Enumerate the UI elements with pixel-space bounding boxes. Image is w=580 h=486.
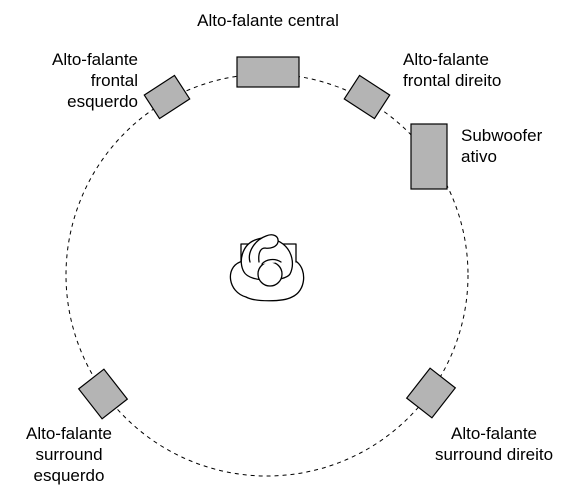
surround-right-label-line-1: Alto-falante: [451, 424, 537, 443]
surround-right-speaker: [405, 367, 457, 419]
subwoofer-label-line-1: Subwoofer: [461, 126, 543, 145]
front-left-label-line-1: Alto-falante: [52, 50, 138, 69]
surround-left-speaker-label: Alto-falante surround esquerdo: [4, 423, 134, 486]
front-left-speaker-label: Alto-falante frontal esquerdo: [14, 49, 138, 112]
front-right-speaker: [343, 74, 391, 120]
surround-right-label-line-2: surround direito: [434, 445, 554, 464]
subwoofer-speaker: [410, 123, 448, 190]
center-speaker-label: Alto-falante central: [170, 10, 366, 31]
front-right-label-line-1: Alto-falante: [403, 50, 489, 69]
front-right-speaker-label: Alto-falante frontal direito: [403, 49, 553, 91]
center-speaker-label-line: Alto-falante central: [197, 11, 339, 30]
front-left-label-line-3: esquerdo: [67, 92, 138, 111]
front-left-label-line-2: frontal: [90, 71, 138, 90]
subwoofer-label-line-2: ativo: [461, 147, 497, 166]
surround-left-label-line-2: surround: [35, 445, 103, 464]
surround-left-label-line-3: esquerdo: [33, 466, 105, 485]
surround-left-label-line-1: Alto-falante: [26, 424, 112, 443]
center-speaker: [236, 56, 300, 88]
subwoofer-label: Subwoofer ativo: [461, 125, 571, 167]
listener-icon: [229, 234, 305, 302]
front-left-speaker: [143, 74, 191, 120]
surround-right-speaker-label: Alto-falante surround direito: [414, 423, 574, 465]
front-right-label-line-2: frontal direito: [403, 71, 502, 90]
surround-left-speaker: [77, 368, 129, 420]
